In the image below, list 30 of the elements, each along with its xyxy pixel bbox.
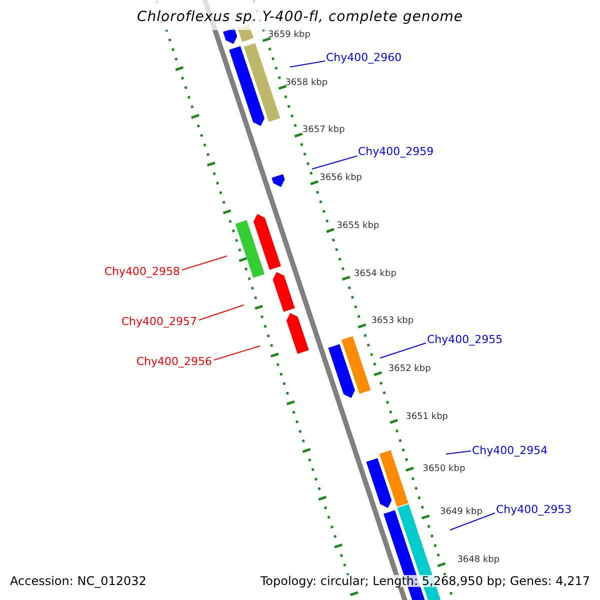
tick-label: 3656 kbp: [320, 174, 362, 184]
tick-label: 3657 kbp: [302, 126, 345, 136]
leader-line: [290, 60, 326, 68]
tick-label: 3654 kbp: [354, 270, 396, 279]
leader-line: [198, 304, 244, 320]
gene-label: Chy400_2958: [104, 266, 180, 277]
gene-label: Chy400_2959: [358, 146, 434, 157]
tick-label: 3649 kbp: [440, 508, 482, 518]
gene-label: Chy400_2954: [472, 444, 548, 456]
tick-label: 3655 kbp: [336, 222, 380, 231]
genome-info-text: Topology: circular; Length: 5,268,950 bp; Genes: 4,217: [260, 575, 590, 588]
tick-label: 3653 kbp: [371, 317, 414, 326]
leader-line: [312, 156, 358, 170]
accession-text: Accession: NC_012032: [10, 575, 146, 588]
gene-label: Chy400_2956: [136, 356, 212, 367]
tick-label: 3659 kbp: [268, 31, 310, 40]
gene-label: Chy400_2957: [121, 316, 197, 327]
gene-label: Chy400_2955: [427, 334, 503, 345]
tick-label: 3648 kbp: [457, 556, 500, 565]
tick-label: 3652 kbp: [388, 364, 431, 374]
leader-line: [214, 346, 260, 360]
tick-label: 3650 kbp: [422, 465, 466, 474]
leader-line: [450, 512, 496, 530]
tick-label: 3651 kbp: [406, 412, 448, 422]
leader-line: [380, 342, 426, 358]
tick-label: 3658 kbp: [285, 78, 328, 88]
leader-line: [446, 450, 472, 454]
gene-label: Chy400_2960: [326, 52, 402, 63]
gene-label: Chy400_2953: [496, 504, 572, 515]
leader-line: [182, 256, 228, 270]
